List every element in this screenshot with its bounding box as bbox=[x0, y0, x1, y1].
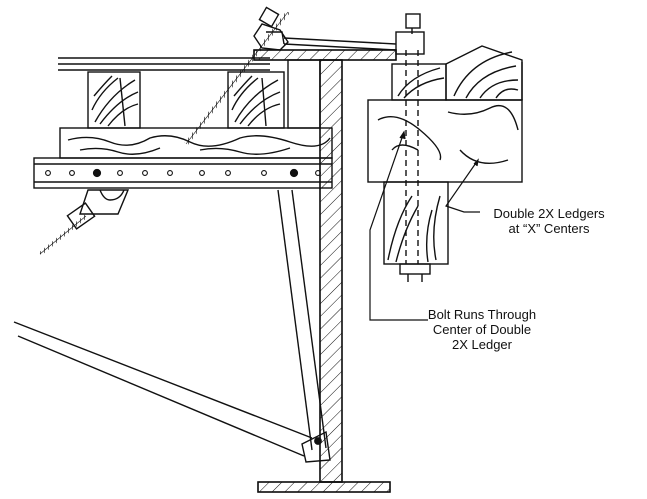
bolt-annotation-line-2: Center of Double bbox=[432, 322, 532, 337]
ledger-annotation-line-1: Double 2X Ledgers bbox=[493, 206, 605, 221]
steel-column bbox=[253, 49, 397, 493]
bolt-annotation: Bolt Runs Through Center of Double 2X Le… bbox=[427, 307, 537, 352]
bolt-annotation-line-1: Bolt Runs Through bbox=[427, 307, 537, 322]
top-rails bbox=[58, 57, 270, 71]
perforated-channel bbox=[33, 157, 333, 189]
leader-lines bbox=[369, 130, 480, 321]
bolt-annotation-line-3: 2X Ledger bbox=[452, 337, 512, 352]
end-grain-blocks-right bbox=[391, 45, 523, 101]
lower-clamp bbox=[38, 189, 130, 256]
ledger-annotation-line-2: at “X” Centers bbox=[508, 221, 590, 236]
through-bolt bbox=[405, 50, 419, 264]
brace-strut bbox=[13, 189, 331, 463]
ledger-annotation: Double 2X Ledgers at “X” Centers bbox=[484, 206, 614, 236]
end-grain-blocks-left bbox=[87, 71, 285, 129]
upper-clamp bbox=[184, 6, 425, 146]
double-ledger bbox=[367, 99, 523, 282]
